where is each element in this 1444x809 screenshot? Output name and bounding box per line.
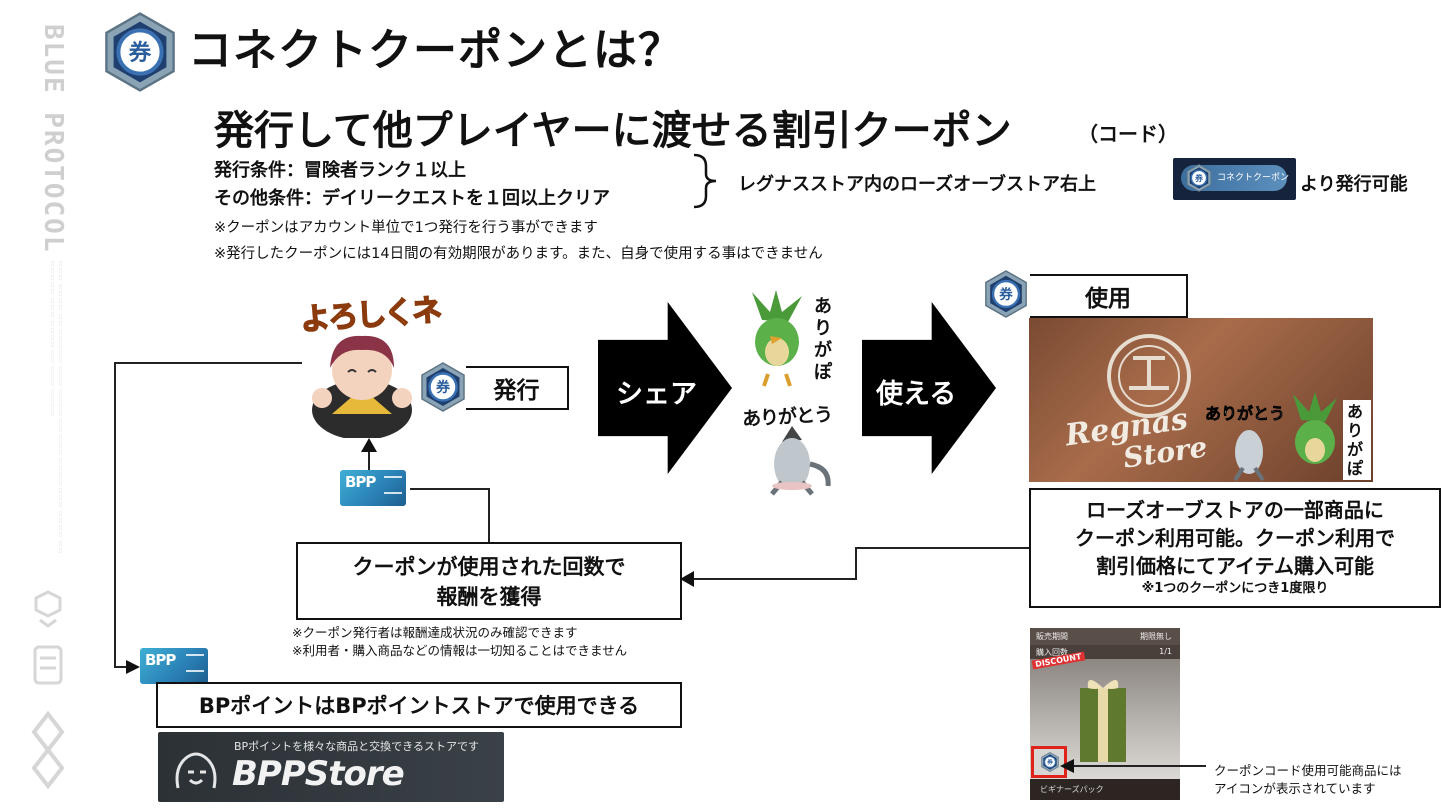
bp-card-icon: BPP bbox=[140, 648, 208, 684]
gift-box-icon bbox=[1080, 680, 1126, 762]
reward-note-2: ※利用者・購入商品などの情報は一切知ることはできません bbox=[292, 643, 628, 658]
connector-line bbox=[855, 547, 1029, 549]
brand-fine-print: ▯▯▯ ▯▯▯▯ ▯▯ ▯▯▯▯▯ ▯▯▯ ▯▯▯▯ ▯▯ ▯▯▯ ▯▯▯▯ ▯… bbox=[49, 260, 64, 554]
bpp-store-logo-icon bbox=[175, 752, 217, 789]
store-arigatou-sticker: ありがとう bbox=[1205, 404, 1286, 424]
coupon-badge-icon bbox=[1041, 752, 1059, 772]
other-condition: その他条件：デイリークエストを１回以上クリア bbox=[214, 188, 610, 209]
use-desc-line2: クーポン利用可能。クーポン利用で bbox=[1075, 526, 1395, 550]
bpp-store-caption: BPポイントを様々な商品と交換できるストアです bbox=[234, 740, 479, 753]
bp-card-label: BPP bbox=[345, 473, 376, 491]
use-desc-line3: 割引価格にてアイテム購入可能 bbox=[1096, 554, 1374, 578]
use-label: 使用 bbox=[1030, 274, 1188, 318]
store-cat-character bbox=[1233, 430, 1265, 482]
brand-emblem-icon bbox=[34, 590, 62, 628]
issue-location-suffix: より発行可能 bbox=[1300, 174, 1408, 195]
bird-character-illustration bbox=[752, 290, 802, 387]
callout-line2: アイコンが表示されています bbox=[1214, 781, 1376, 796]
brand-crest-icon bbox=[33, 645, 63, 685]
arrow-head-icon bbox=[126, 660, 140, 674]
connect-coupon-button-label: コネクトクーポン bbox=[1217, 173, 1290, 183]
connector-line bbox=[488, 488, 490, 542]
connector-line bbox=[114, 362, 302, 364]
arrow-head-icon bbox=[680, 571, 694, 587]
use-desc-note: ※1つのクーポンにつき1度限り bbox=[1141, 581, 1329, 596]
brand-strip: BLUE PROTOCOL ▯▯▯ ▯▯▯▯ ▯▯ ▯▯▯▯▯ ▯▯▯ ▯▯▯▯… bbox=[26, 10, 70, 800]
arigapo-sticker-text: ありがぽ bbox=[814, 296, 832, 383]
issuer-character-illustration bbox=[312, 335, 412, 438]
bpp-store-banner[interactable]: BPポイントを様々な商品と交換できるストアです BPPStore bbox=[158, 732, 504, 802]
bpp-store-logo-text: BPPStore bbox=[232, 754, 405, 794]
connector-line bbox=[368, 448, 370, 470]
use-arrow-label: 使える bbox=[876, 379, 957, 410]
conditions-brace bbox=[693, 153, 717, 209]
subtitle: 発行して他プレイヤーに渡せる割引クーポン bbox=[214, 108, 1012, 154]
arrow-up-icon bbox=[361, 438, 377, 452]
connect-coupon-button[interactable]: コネクトクーポン bbox=[1173, 158, 1296, 200]
coupon-badge-icon bbox=[984, 270, 1028, 318]
use-arrow: 使える bbox=[862, 302, 996, 474]
use-description-box: ローズオーブストアの一部商品に クーポン利用可能。クーポン利用で 割引価格にてア… bbox=[1029, 488, 1441, 608]
callout-line1: クーポンコード使用可能商品には bbox=[1214, 763, 1402, 778]
store-arigapo-sticker: ありがぽ bbox=[1347, 402, 1364, 478]
connector-line bbox=[114, 666, 136, 668]
arrow-head-icon bbox=[1060, 759, 1074, 773]
connector-line bbox=[855, 547, 857, 579]
coupon-note-1: ※クーポンはアカウント単位で1つ発行を行う事ができます bbox=[214, 220, 598, 236]
item-screenshot: 販売期間 期限無し 購入回数 1/1 DISCOUNT ビギナーズパック bbox=[1030, 628, 1180, 800]
brand-sigil-icon bbox=[31, 710, 65, 790]
subtitle-note: （コード） bbox=[1078, 122, 1178, 146]
issue-label: 発行 bbox=[466, 366, 569, 410]
bp-card-label: BPP bbox=[145, 651, 176, 669]
cat-character-illustration bbox=[770, 426, 831, 496]
coupon-badge-icon bbox=[104, 12, 176, 92]
store-crest-icon bbox=[1107, 334, 1191, 418]
item-name: ビギナーズパック bbox=[1040, 785, 1104, 794]
reward-box: クーポンが使用された回数で 報酬を獲得 bbox=[296, 542, 682, 620]
item-row-period: 販売期間 期限無し bbox=[1030, 628, 1180, 645]
use-desc-line1: ローズオーブストアの一部商品に bbox=[1086, 498, 1384, 522]
coupon-badge-icon bbox=[420, 362, 466, 412]
connector-line bbox=[410, 488, 490, 490]
coupon-badge-icon bbox=[1186, 164, 1212, 192]
reward-note-1: ※クーポン発行者は報酬達成状況のみ確認できます bbox=[292, 625, 578, 640]
reward-line2: 報酬を獲得 bbox=[436, 585, 542, 609]
coupon-icon-highlight bbox=[1031, 746, 1067, 778]
store-bird-character bbox=[1293, 392, 1337, 464]
issue-condition: 発行条件：冒険者ランク１以上 bbox=[214, 160, 466, 181]
connector-line bbox=[692, 578, 857, 580]
reward-line1: クーポンが使用された回数で bbox=[352, 555, 626, 579]
coupon-note-2: ※発行したクーポンには14日間の有効期限があります。また、自身で使用する事はでき… bbox=[214, 246, 823, 262]
page-title: コネクトクーポンとは？ bbox=[188, 25, 683, 76]
connector-line bbox=[114, 362, 116, 668]
bp-card-icon: BPP bbox=[340, 470, 406, 506]
brand-logo-text: BLUE PROTOCOL bbox=[38, 24, 68, 254]
issue-location-text: レグナスストア内のローズオーブストア右上 bbox=[738, 174, 1097, 195]
regnas-store-image: Regnas Store ありがとう ありがぽ bbox=[1029, 318, 1373, 482]
share-arrow: シェア bbox=[598, 302, 732, 474]
bp-info-box: BPポイントはBPポイントストアで使用できる bbox=[156, 682, 682, 728]
share-arrow-label: シェア bbox=[616, 379, 697, 410]
connector-line bbox=[1066, 765, 1206, 767]
